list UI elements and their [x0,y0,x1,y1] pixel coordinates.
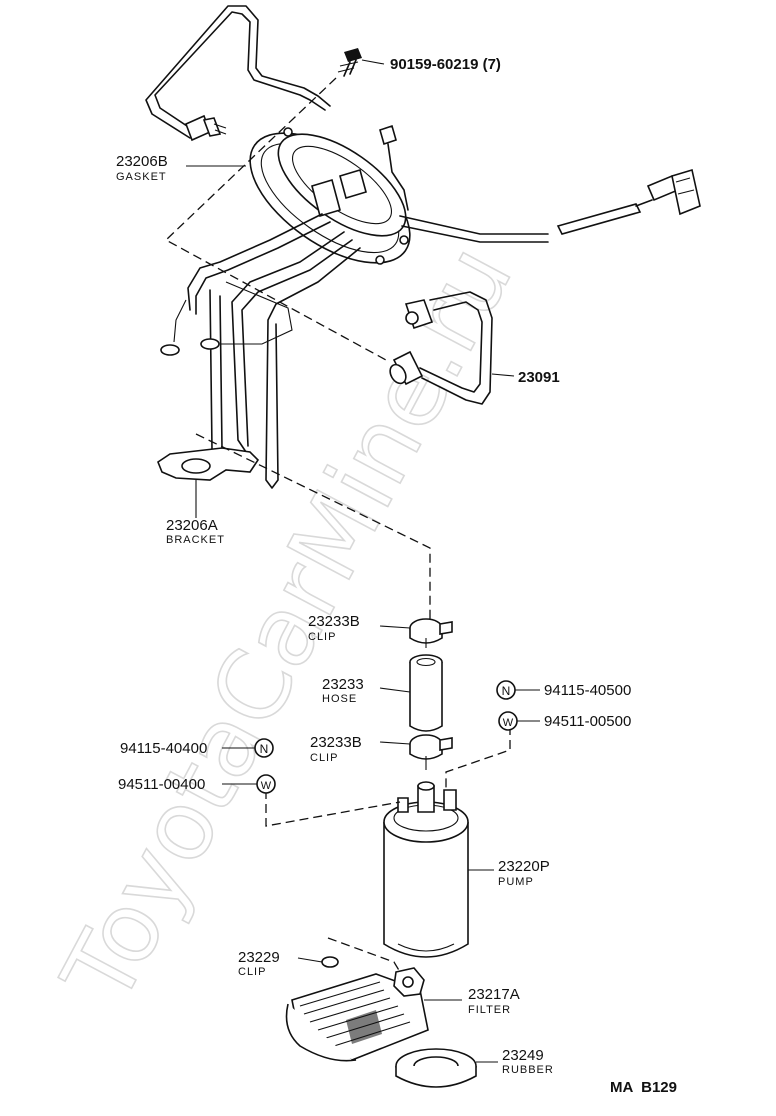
label-filter-caption: FILTER [468,1004,511,1016]
label-pump-number: 23220P [498,858,550,875]
pump-drawing [383,781,469,958]
hose-drawing [409,654,443,732]
leader-clip-upper [379,625,411,629]
label-gasket-number: 23206B [116,153,168,170]
label-clip-lower-caption: CLIP [310,752,338,764]
alignment-line-bolt [164,77,387,361]
clip-small-drawing [321,956,339,968]
label-clip-upper-caption: CLIP [308,631,336,643]
label-washer-right-number: 94511-00500 [544,713,631,730]
label-hose-number: 23233 [322,676,364,693]
label-filter-number: 23217A [468,986,520,1003]
rubber-drawing [395,1048,477,1088]
alignment-line-bracket [195,433,431,620]
label-rubber-number: 23249 [502,1047,544,1064]
alignment-line-left [265,790,401,827]
alignment-line-filter [327,937,401,973]
alignment-line-right [445,726,511,790]
label-bracket-number: 23206A [166,517,218,534]
label-bracket-caption: BRACKET [166,534,225,546]
nut-left-letter: N [260,742,269,756]
leader-clip-lower [379,741,411,745]
label-clip-lower-number: 23233B [310,734,362,751]
leader-pipe [491,373,515,377]
label-nut-right-number: 94115-40500 [544,682,631,699]
clip-lower-drawing [409,734,453,770]
nut-left-symbol: N [254,738,274,758]
label-rubber-caption: RUBBER [502,1064,554,1076]
clip-upper-drawing [409,618,453,648]
footer-code: MA B129 [610,1079,677,1096]
nut-right-symbol: N [496,680,516,700]
label-clip-upper-number: 23233B [308,613,360,630]
bolt-drawing [337,48,362,77]
label-nut-left-number: 94115-40400 [120,740,207,757]
leader-bolt [361,59,385,65]
leader-clip-small [297,957,323,963]
sender-assembly-drawing [145,5,701,489]
fuel-pipe-drawing [389,291,493,405]
label-clip-small-number: 23229 [238,949,280,966]
filter-drawing [285,967,429,1062]
label-bolt-number: 90159-60219 (7) [390,56,501,73]
leader-hose [379,687,411,693]
washer-right-letter: W [503,717,514,729]
nut-right-letter: N [502,684,511,698]
washer-left-letter: W [261,780,272,792]
washer-right-symbol: W [498,711,518,731]
label-clip-small-caption: CLIP [238,966,266,978]
washer-left-symbol: W [256,774,276,794]
label-pump-caption: PUMP [498,876,534,888]
label-hose-caption: HOSE [322,693,357,705]
label-pipe-number: 23091 [518,369,560,386]
label-gasket-caption: GASKET [116,171,167,183]
label-washer-left-number: 94511-00400 [118,776,205,793]
